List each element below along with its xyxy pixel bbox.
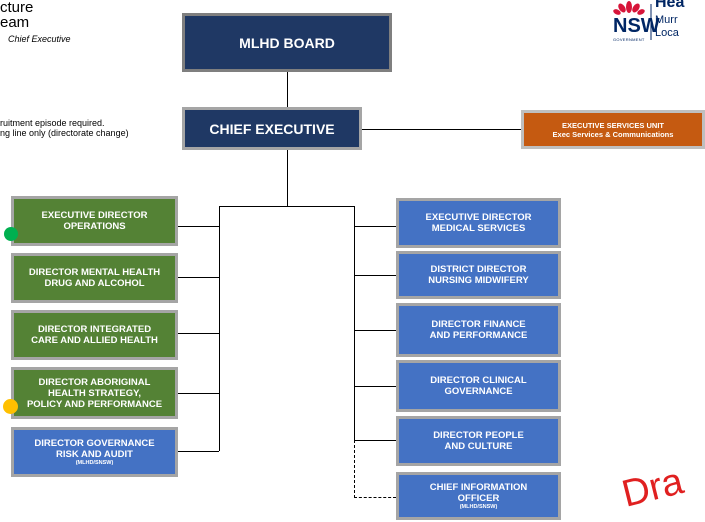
- connector-horizontal: [219, 206, 354, 207]
- stub-left-3: [177, 333, 219, 334]
- legend-line-1: ruitment episode required.: [0, 118, 105, 128]
- chief-executive-box: CHIEF EXECUTIVE: [182, 107, 362, 150]
- mlhd-board-box: MLHD BOARD: [182, 13, 392, 72]
- connector-cio-dashed: [354, 497, 396, 498]
- status-dot-yellow: [3, 399, 18, 414]
- box-line: POLICY AND PERFORMANCE: [26, 398, 163, 410]
- connector-right-vertical: [354, 206, 355, 440]
- box-line: DRUG AND ALCOHOL: [44, 278, 145, 289]
- stub-right-1: [354, 226, 396, 227]
- box-line: DIRECTOR GOVERNANCE: [34, 437, 155, 449]
- stub-right-2: [354, 275, 396, 276]
- header-title-line2: eam: [0, 14, 30, 31]
- ceo-title: CHIEF EXECUTIVE: [209, 120, 335, 137]
- box-line: AND CULTURE: [444, 441, 513, 452]
- box-line: AND PERFORMANCE: [429, 330, 528, 341]
- header-title-line1: cture: [0, 0, 34, 16]
- director-aboriginal-health-box: DIRECTOR ABORIGINAL HEALTH STRATEGY, POL…: [11, 367, 178, 419]
- connector-board-ceo: [287, 70, 288, 108]
- box-line: OFFICER: [457, 492, 500, 504]
- box-line: RISK AND AUDIT: [56, 448, 133, 460]
- header-subtitle: Chief Executive: [8, 34, 71, 44]
- connector-right-dashed: [354, 440, 355, 498]
- box-line: DIRECTOR MENTAL HEALTH: [28, 267, 161, 278]
- box-line: DIRECTOR ABORIGINAL: [38, 376, 151, 388]
- status-dot-green: [4, 227, 18, 241]
- box-line: EXECUTIVE DIRECTOR: [425, 212, 532, 223]
- box-line: CARE AND ALLIED HEALTH: [31, 335, 158, 346]
- box-line: GOVERNANCE: [444, 386, 513, 397]
- nsw-health-logo: NSW GOVERNMENT Hea Murr Loca: [605, 0, 705, 50]
- connector-left-vertical: [219, 206, 220, 451]
- box-line: DISTRICT DIRECTOR: [430, 264, 527, 275]
- esu-line2: Exec Services & Communications: [552, 129, 674, 139]
- connector-ceo-down: [287, 150, 288, 206]
- stub-left-2: [177, 277, 219, 278]
- esu-line1: EXECUTIVE SERVICES UNIT: [562, 120, 664, 130]
- stub-left-5: [177, 451, 219, 452]
- logo-murrumbidgee-text: Murr: [655, 14, 678, 26]
- draft-watermark: Dra: [618, 462, 705, 522]
- nsw-wordmark: NSW: [613, 15, 660, 37]
- director-mental-health-box: DIRECTOR MENTAL HEALTH DRUG AND ALCOHOL: [11, 253, 178, 303]
- box-line: MEDICAL SERVICES: [431, 223, 526, 234]
- board-title: MLHD BOARD: [239, 34, 335, 51]
- box-line: DIRECTOR CLINICAL: [430, 375, 527, 386]
- executive-services-unit-box: EXECUTIVE SERVICES UNIT Exec Services & …: [521, 110, 705, 149]
- box-line: HEALTH STRATEGY,: [47, 387, 142, 399]
- district-director-nursing-box: DISTRICT DIRECTOR NURSING MIDWIFERY: [396, 251, 561, 299]
- exec-director-medical-box: EXECUTIVE DIRECTOR MEDICAL SERVICES: [396, 198, 561, 248]
- legend-line-2: ng line only (directorate change): [0, 128, 129, 138]
- director-people-culture-box: DIRECTOR PEOPLE AND CULTURE: [396, 416, 561, 466]
- box-line: CHIEF INFORMATION: [429, 481, 528, 493]
- stub-left-4: [177, 393, 219, 394]
- director-governance-box: DIRECTOR GOVERNANCE RISK AND AUDIT (MLHD…: [11, 427, 178, 477]
- box-line: DIRECTOR PEOPLE: [433, 430, 524, 441]
- logo-health-text: Hea: [655, 0, 685, 11]
- box-small-note: (MLHD/SNSW): [75, 459, 114, 466]
- government-label: GOVERNMENT: [613, 37, 645, 42]
- stub-left-1: [177, 226, 219, 227]
- box-line: DIRECTOR FINANCE: [431, 319, 526, 330]
- box-line: NURSING MIDWIFERY: [428, 275, 529, 286]
- box-small-note: (MLHD/SNSW): [459, 503, 498, 510]
- chief-information-officer-box: CHIEF INFORMATION OFFICER (MLHD/SNSW): [396, 472, 561, 520]
- draft-watermark-text: Dra: [618, 462, 688, 516]
- stub-right-3: [354, 330, 396, 331]
- box-line: EXECUTIVE DIRECTOR: [41, 210, 148, 221]
- exec-director-operations-box: EXECUTIVE DIRECTOR OPERATIONS: [11, 196, 178, 246]
- box-line: DIRECTOR INTEGRATED: [37, 324, 152, 335]
- waratah-icon: [613, 1, 652, 40]
- stub-right-5: [354, 440, 396, 441]
- header-title: cture eam Chief Executive: [0, 0, 71, 47]
- director-integrated-care-box: DIRECTOR INTEGRATED CARE AND ALLIED HEAL…: [11, 310, 178, 360]
- logo-local-text: Loca: [655, 27, 679, 39]
- stub-right-4: [354, 386, 396, 387]
- director-clinical-governance-box: DIRECTOR CLINICAL GOVERNANCE: [396, 360, 561, 412]
- director-finance-box: DIRECTOR FINANCE AND PERFORMANCE: [396, 303, 561, 357]
- connector-ceo-esu: [362, 129, 522, 130]
- box-line: OPERATIONS: [63, 221, 126, 232]
